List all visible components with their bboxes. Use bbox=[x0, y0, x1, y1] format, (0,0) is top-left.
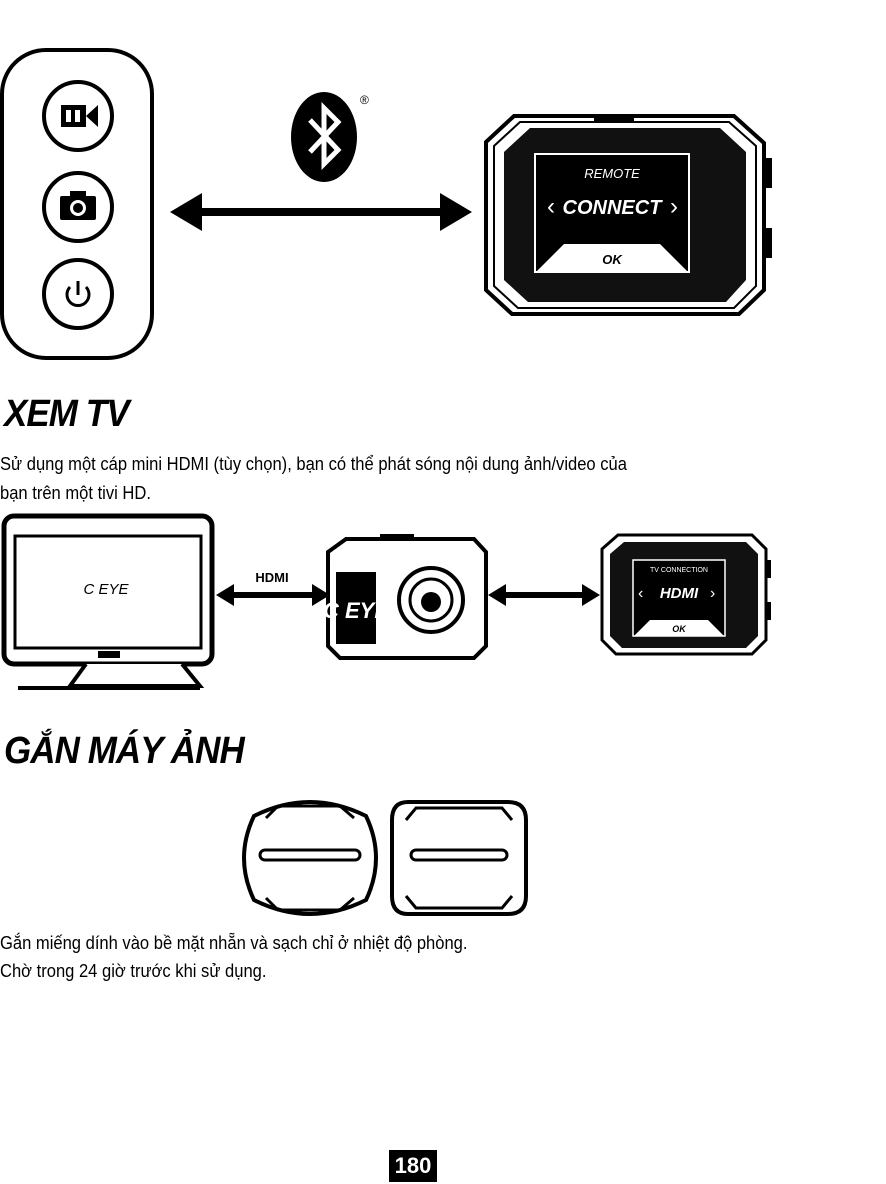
mount-description-line1: Gắn miếng dính vào bề mặt nhẵn và sạch c… bbox=[0, 929, 467, 958]
remote-control bbox=[0, 47, 160, 368]
tv-icon: C EYE bbox=[4, 516, 212, 688]
camera-front: C EYE bbox=[323, 534, 486, 658]
tv-screen-label: C EYE bbox=[83, 581, 129, 598]
tv-diagram: C EYE HDMI C EYE TV CONNECTION ‹ HDMI › … bbox=[0, 512, 886, 697]
bluetooth-icon: ® bbox=[288, 90, 378, 193]
tv-connection-label: TV CONNECTION bbox=[650, 567, 708, 574]
connect-label: CONNECT bbox=[563, 197, 664, 219]
camera-back: REMOTE ‹ CONNECT › OK bbox=[484, 108, 776, 327]
chevron-right-icon: › bbox=[670, 193, 678, 220]
mount-description-line2: Chờ trong 24 giờ trước khi sử dụng. bbox=[0, 957, 266, 986]
ok-label-small: OK bbox=[672, 624, 687, 634]
registered-mark: ® bbox=[360, 93, 369, 107]
hdmi-logo-label: HDMI bbox=[255, 570, 288, 585]
tv-description-line1: Sử dụng một cáp mini HDMI (tùy chọn), bạ… bbox=[0, 450, 627, 479]
flat-mount-icon bbox=[392, 802, 526, 914]
curved-mount-icon bbox=[244, 802, 376, 914]
section-heading-tv: XEM TV bbox=[4, 393, 129, 436]
page-number: 180 bbox=[389, 1150, 437, 1182]
adhesive-mounts bbox=[236, 796, 536, 925]
connection-arrow bbox=[170, 190, 475, 239]
hdmi-cable-arrow: HDMI bbox=[216, 570, 330, 606]
tv-description-line2: bạn trên một tivi HD. bbox=[0, 479, 151, 508]
camera-back-small: TV CONNECTION ‹ HDMI › OK bbox=[602, 535, 771, 654]
section-heading-mount: GẮN MÁY ẢNH bbox=[4, 730, 244, 773]
remote-label: REMOTE bbox=[584, 166, 640, 181]
camera-brand-label: C EYE bbox=[323, 598, 390, 623]
connection-arrow-small bbox=[488, 584, 600, 606]
video-record-icon bbox=[44, 82, 112, 150]
chevron-right-icon: › bbox=[710, 585, 715, 602]
camera-icon bbox=[44, 173, 112, 241]
chevron-left-icon: ‹ bbox=[547, 193, 555, 220]
ok-label: OK bbox=[602, 252, 623, 267]
power-icon bbox=[44, 260, 112, 328]
hdmi-option-label: HDMI bbox=[660, 585, 699, 602]
chevron-left-icon: ‹ bbox=[638, 585, 643, 602]
